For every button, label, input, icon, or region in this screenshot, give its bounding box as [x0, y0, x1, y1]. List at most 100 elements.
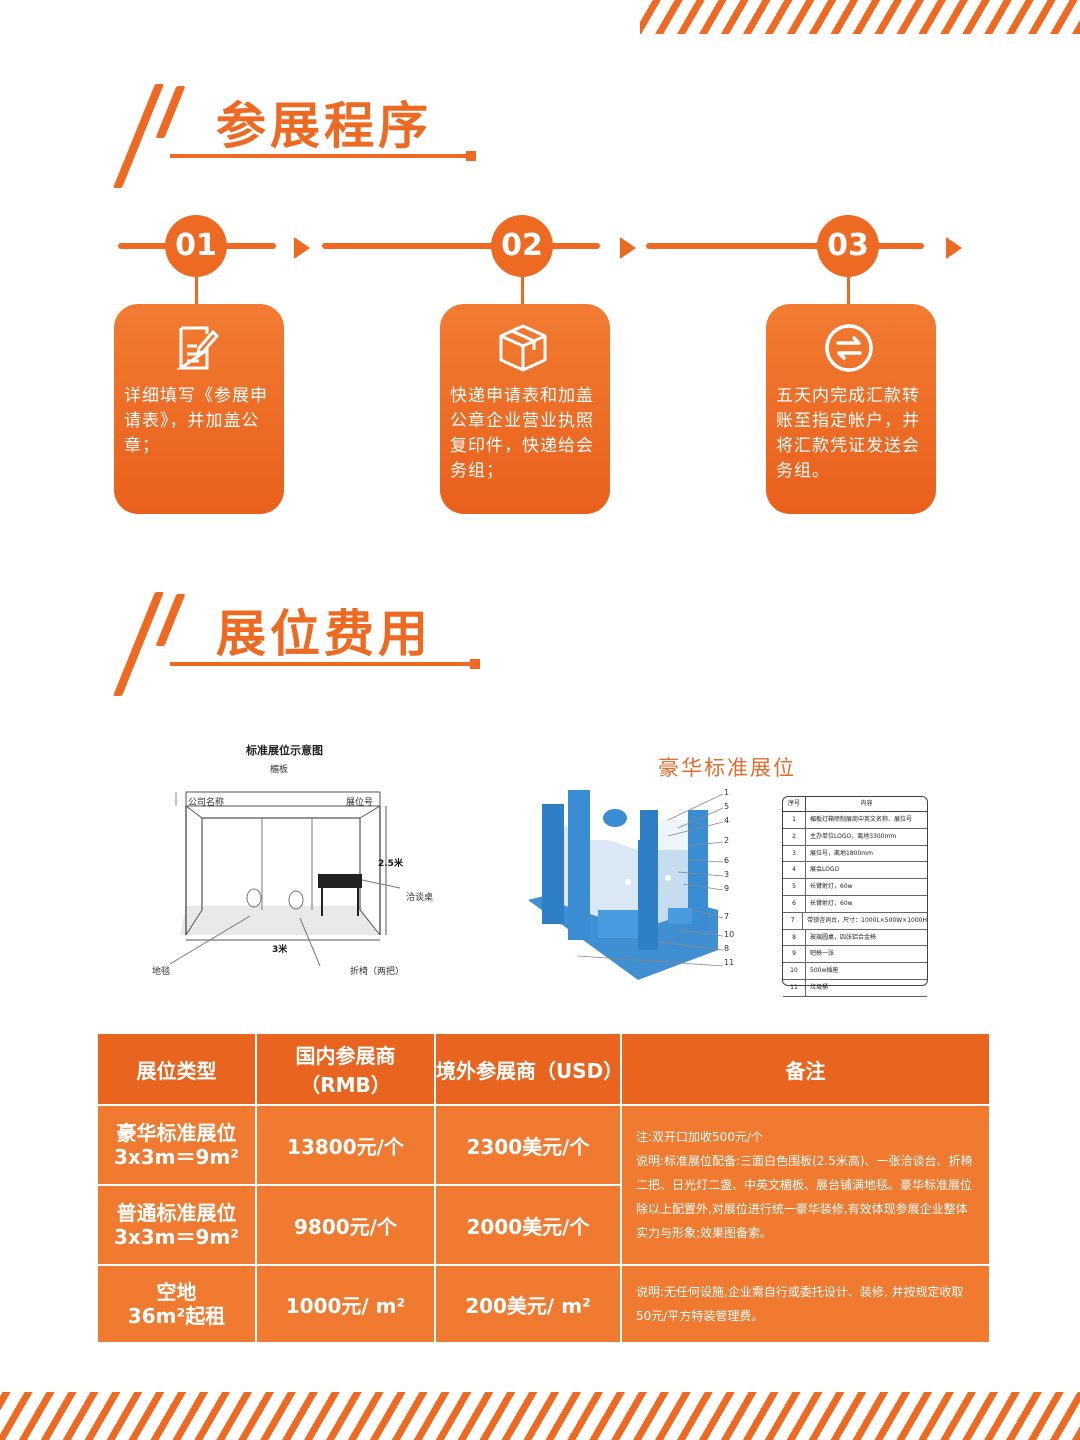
step-text: 快递申请表和加盖公章企业营业执照复印件，快递给会务组；	[450, 386, 594, 481]
callout-number: 7	[724, 912, 730, 921]
legend-content: 展会LOGO	[810, 866, 840, 874]
section-title: 展位费用	[216, 605, 432, 663]
domestic-price-cell: 1000元/ m²	[255, 1264, 436, 1344]
legend-row: 2 主办单位LOGO，离地3300mm	[783, 828, 927, 846]
step-card: 快递申请表和加盖公章企业营业执照复印件，快递给会务组；	[440, 304, 610, 514]
callout-number: 8	[724, 944, 730, 953]
step-number: 02	[491, 215, 553, 277]
step-text: 详细填写《参展申请表》，并加盖公章；	[124, 386, 268, 456]
flow-line	[322, 243, 600, 249]
legend-header-cell: 序号	[783, 797, 806, 811]
title-underline	[170, 662, 470, 666]
domestic-price-cell: 9800元/个	[255, 1184, 436, 1266]
table-header-row: 展位类型 国内参展商（RMB） 境外参展商（USD） 备注	[96, 1032, 991, 1106]
package-box-icon	[499, 324, 547, 372]
title-underline	[170, 154, 466, 158]
legend-content: 长臂射灯，60w	[810, 883, 853, 891]
booth-type-size: 3x3m＝9m²	[113, 1225, 240, 1249]
luxury-booth-rendering	[528, 790, 718, 980]
underline-cap	[470, 659, 480, 669]
table-row: 空地 36m²起租 1000元/ m² 200美元/ m² 说明:无任何设施,企…	[96, 1264, 991, 1344]
height-label: 2.5米	[378, 859, 403, 869]
legend-content: 长臂射灯，60w	[810, 899, 853, 907]
booth-type-cell: 普通标准展位 3x3m＝9m²	[96, 1184, 257, 1266]
table-row: 豪华标准展位 3x3m＝9m² 13800元/个 2300美元/个 注:双开口加…	[96, 1104, 991, 1266]
table-label: 洽谈桌	[406, 893, 434, 903]
luxury-booth-diagram: 豪华标准展位 1 5 4	[518, 752, 930, 997]
legend-table: 序号 内容 1 楣板灯箱喷制展商中英文名称、展位号 2 主办单位LOGO，离地3300…	[782, 796, 928, 997]
step-card: 详细填写《参展申请表》，并加盖公章；	[114, 304, 284, 514]
section-header-booth-fees: 展位费用	[110, 592, 490, 702]
legend-index: 7	[783, 912, 804, 929]
legend-index: 3	[783, 845, 806, 862]
legend-index: 1	[783, 812, 806, 828]
column-header: 备注	[620, 1032, 991, 1106]
standard-booth-diagram: 标准展位示意图 楣板 公司名称 展位号 2.5米 3米 洽谈桌 地毯 折椅（两把…	[150, 740, 450, 980]
legend-index: 10	[783, 963, 806, 979]
booth-type-size: 36m²起租	[127, 1304, 226, 1328]
column-header: 国内参展商（RMB）	[255, 1032, 436, 1106]
legend-content: 吧椅一张	[810, 950, 835, 958]
decorative-stripes-top	[640, 0, 1080, 34]
luxury-booth-title: 豪华标准展位	[658, 756, 796, 780]
legend-content: 玻璃圆桌，四张铝合金椅	[810, 933, 877, 941]
legend-content: 楣板灯箱喷制展商中英文名称、展位号	[810, 816, 913, 823]
booth-price-table: 展位类型 国内参展商（RMB） 境外参展商（USD） 备注 豪华标准展位 3x3…	[96, 1032, 991, 1344]
legend-index: 6	[783, 895, 806, 912]
booth-type-name: 豪华标准展位	[116, 1121, 237, 1145]
underline-cap	[466, 151, 476, 161]
callout-numbers: 1 5 4 2 6 3 9 7 10 8 11	[724, 788, 740, 972]
callout-lines	[577, 793, 724, 967]
width-label: 3米	[272, 945, 288, 955]
callout-number: 9	[724, 884, 730, 893]
arrow-right-icon	[946, 237, 962, 259]
legend-header: 序号 内容	[783, 797, 927, 812]
legend-header-cell: 内容	[860, 800, 873, 807]
legend-content: 主办单位LOGO，离地3300mm	[810, 832, 897, 840]
note-line: 注:双开口加收500元/个	[636, 1130, 763, 1144]
booth-note-cell: 注:双开口加收500元/个 说明:标准展位配备:三面白色围板(2.5米高)、一张…	[620, 1104, 991, 1266]
callout-number: 4	[724, 816, 730, 825]
callout-number: 3	[724, 870, 730, 879]
callout-number: 6	[724, 856, 730, 865]
legend-index: 2	[783, 828, 806, 845]
legend-index: 8	[783, 929, 806, 946]
section-header-procedure: 参展程序	[110, 84, 490, 194]
booth-type-name: 普通标准展位	[116, 1201, 237, 1225]
booth-number-label: 展位号	[346, 798, 374, 808]
diagram-caption: 标准展位示意图	[246, 744, 323, 757]
callout-number: 5	[724, 802, 730, 811]
overseas-price-cell: 2300美元/个	[434, 1104, 622, 1186]
legend-row: 8 玻璃圆桌，四张铝合金椅	[783, 929, 927, 947]
booth-type-cell: 空地 36m²起租	[96, 1264, 257, 1344]
legend-index: 4	[783, 862, 806, 879]
note-line: 说明:标准展位配备:三面白色围板(2.5米高)、一张洽谈台、折椅二把、日光灯二盏…	[636, 1154, 973, 1240]
column-header: 展位类型	[96, 1032, 257, 1106]
space-note-cell: 说明:无任何设施,企业需自行或委托设计、装修, 并按规定收取50元/平方特装管理…	[620, 1264, 991, 1344]
callout-number: 11	[724, 958, 735, 967]
booth-frame-drawing	[169, 791, 401, 967]
callout-number: 2	[724, 836, 730, 845]
step-card: 五天内完成汇款转账至指定帐户，并将汇款凭证发送会务组。	[766, 304, 936, 514]
legend-row: 4 展会LOGO	[783, 862, 927, 880]
column-header: 境外参展商（USD）	[434, 1032, 623, 1106]
overseas-price-cell: 200美元/ m²	[434, 1264, 622, 1344]
step-number: 01	[165, 215, 227, 277]
carpet-label: 地毯	[152, 967, 171, 977]
callout-number: 10	[724, 930, 735, 939]
table-row: 普通标准展位 3x3m＝9m² 9800元/个 2000美元/个	[96, 1184, 990, 1266]
legend-content: 展位号，离地1800mm	[810, 849, 873, 857]
transfer-exchange-icon	[825, 324, 873, 372]
section-title: 参展程序	[216, 97, 432, 155]
legend-content: 垃圾桶	[810, 983, 829, 991]
decorative-stripes-bottom	[0, 1392, 1080, 1440]
legend-row: 9 吧椅一张	[783, 946, 927, 964]
company-name-label: 公司名称	[188, 798, 225, 808]
step-number: 03	[817, 215, 879, 277]
overseas-price-cell: 2000美元/个	[434, 1184, 622, 1266]
legend-index: 9	[783, 946, 806, 963]
